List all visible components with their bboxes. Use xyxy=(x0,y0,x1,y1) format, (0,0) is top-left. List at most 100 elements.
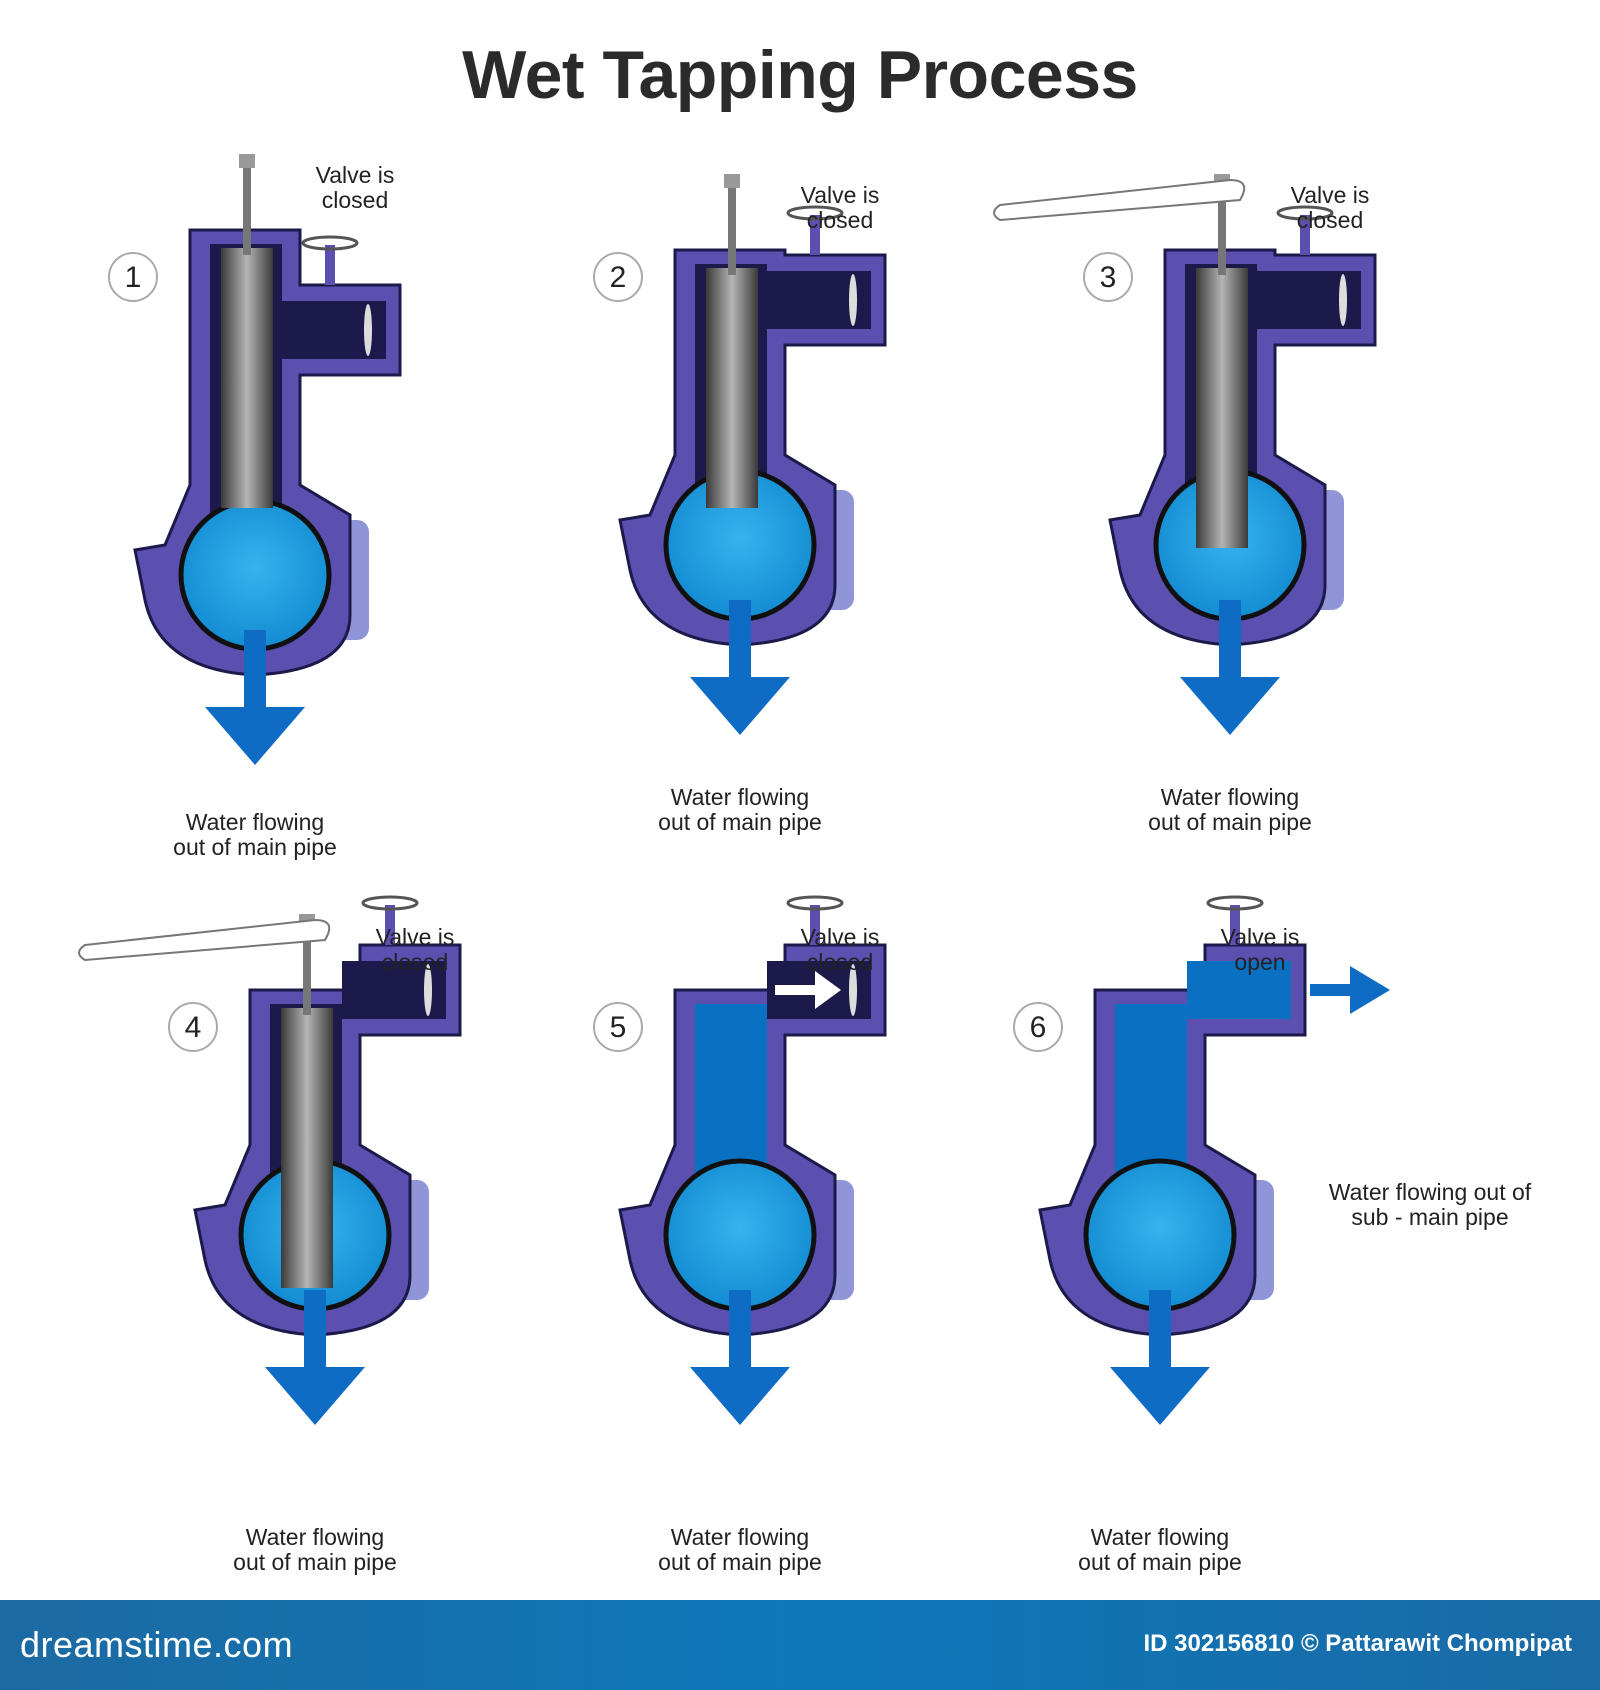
tool-nut xyxy=(239,154,255,168)
valve-label-line: Valve is xyxy=(801,182,880,208)
flow-label-line: out of main pipe xyxy=(1078,1549,1242,1575)
step-number-badge xyxy=(1083,252,1133,302)
valve-handwheel-icon xyxy=(1276,205,1334,221)
step-number: 2 xyxy=(610,261,627,294)
valve-stem xyxy=(1230,905,1240,945)
valve-label-line: Valve is xyxy=(1291,182,1370,208)
outflow-arrow xyxy=(205,630,305,765)
internal-flow-arrow xyxy=(775,971,841,1009)
valve-label-line: closed xyxy=(807,207,873,233)
footer-credit: ID 302156810 © Pattarawit Chompipat xyxy=(1143,1630,1572,1657)
tapping-cutter xyxy=(221,248,273,508)
tool-nut xyxy=(724,174,740,188)
valve-handwheel-icon xyxy=(301,235,359,251)
flow-label-line: out of main pipe xyxy=(658,1549,822,1575)
valve-label-line: closed xyxy=(322,187,388,213)
branch-flow-label-line: sub - main pipe xyxy=(1351,1204,1508,1230)
valve-stem xyxy=(385,905,395,945)
valve-handwheel-icon xyxy=(786,895,844,911)
diagram-title: Wet Tapping Process xyxy=(462,37,1138,113)
branch-flow-label-line: Water flowing out of xyxy=(1329,1179,1532,1205)
valve-label-line: Valve is xyxy=(316,162,395,188)
valve-stem xyxy=(810,215,820,255)
footer-bar: dreamstime.com ID 302156810 © Pattarawit… xyxy=(0,1600,1600,1690)
step-number: 6 xyxy=(1030,1011,1047,1044)
outflow-arrow xyxy=(690,600,790,735)
tapping-cutter xyxy=(281,1008,333,1288)
valve-gate xyxy=(1339,274,1347,326)
step-number: 5 xyxy=(610,1011,627,1044)
flow-label-line: Water flowing xyxy=(671,784,809,810)
step-number-badge xyxy=(108,252,158,302)
tapping-cutter xyxy=(1196,268,1248,548)
step-number: 4 xyxy=(185,1011,202,1044)
valve-label-line: Valve is xyxy=(801,924,880,950)
flow-label-line: Water flowing xyxy=(671,1524,809,1550)
tool-shaft xyxy=(243,160,251,255)
ratchet-wrench-icon xyxy=(993,178,1246,222)
tool-shaft xyxy=(728,180,736,275)
valve-gate xyxy=(364,304,372,356)
valve-gate xyxy=(849,274,857,326)
flow-label-line: out of main pipe xyxy=(1148,809,1312,835)
ratchet-wrench-icon xyxy=(78,918,331,962)
sleeve-bore xyxy=(1115,1004,1187,1189)
flow-label-line: Water flowing xyxy=(246,1524,384,1550)
valve-label-line: closed xyxy=(807,949,873,975)
valve-handwheel-icon xyxy=(361,895,419,911)
branch-outlet xyxy=(1187,961,1291,1019)
valve-gate xyxy=(424,964,432,1016)
valve-gate xyxy=(849,964,857,1016)
step-number: 3 xyxy=(1100,261,1117,294)
flow-label-line: out of main pipe xyxy=(233,1549,397,1575)
outflow-arrow xyxy=(690,1290,790,1425)
branch-flow-arrow xyxy=(1310,966,1390,1014)
sleeve-bore xyxy=(695,1004,767,1189)
valve-stem xyxy=(810,905,820,945)
valve-stem xyxy=(325,245,335,285)
valve-label-line: Valve is xyxy=(1221,924,1300,950)
tool-shaft xyxy=(1218,180,1226,275)
main-pipe xyxy=(1083,1158,1237,1312)
outflow-arrow xyxy=(265,1290,365,1425)
step-number-badge xyxy=(593,1002,643,1052)
step-number: 1 xyxy=(125,261,142,294)
valve-handwheel-icon xyxy=(786,205,844,221)
flow-label-line: Water flowing xyxy=(1161,784,1299,810)
step-number-badge xyxy=(593,252,643,302)
footer-brand[interactable]: dreamstime.com xyxy=(20,1624,294,1665)
flow-label-line: out of main pipe xyxy=(173,834,337,860)
valve-label-line: closed xyxy=(1297,207,1363,233)
main-pipe xyxy=(178,498,332,652)
tapping-cutter xyxy=(706,268,758,508)
step-number-badge xyxy=(168,1002,218,1052)
valve-label-line: open xyxy=(1234,949,1285,975)
outflow-arrow xyxy=(1110,1290,1210,1425)
main-pipe xyxy=(663,1158,817,1312)
tool-shaft xyxy=(303,920,311,1015)
flow-label-line: Water flowing xyxy=(186,809,324,835)
valve-label-line: Valve is xyxy=(376,924,455,950)
valve-handwheel-icon xyxy=(1206,895,1264,911)
flow-label-line: out of main pipe xyxy=(658,809,822,835)
outflow-arrow xyxy=(1180,600,1280,735)
flow-label-line: Water flowing xyxy=(1091,1524,1229,1550)
